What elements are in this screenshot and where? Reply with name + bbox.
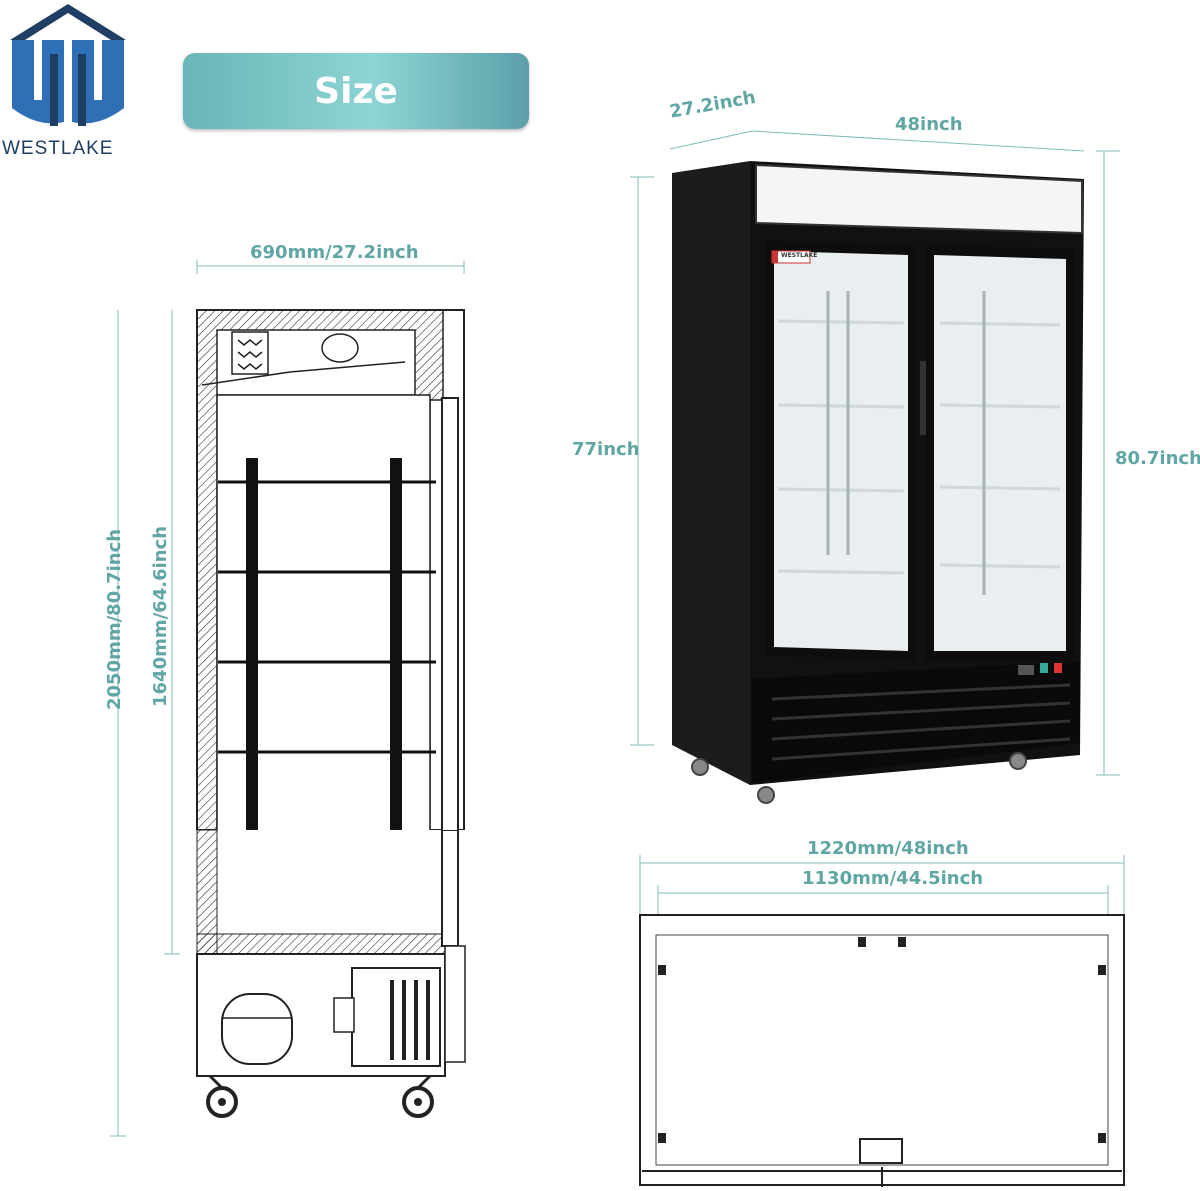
brand-logo: WESTLAKE [2, 4, 128, 164]
front-right-height-label: 80.7inch [1115, 448, 1200, 469]
side-cabinet-height-label: 1640mm/64.6inch [150, 525, 171, 707]
door-badge: WESTLAKE [781, 252, 818, 259]
front-left-height-label: 77inch [572, 439, 640, 460]
westlake-logo-icon [10, 4, 126, 126]
top-view-diagram [639, 855, 1125, 1187]
size-title-badge: Size [183, 53, 529, 129]
brand-name: WESTLAKE [2, 138, 114, 159]
front-view-freezer [630, 130, 1120, 804]
top-outer-width-label: 1220mm/48inch [807, 838, 969, 859]
top-inner-width-label: 1130mm/44.5inch [802, 868, 984, 889]
front-width-label: 48inch [895, 114, 963, 135]
side-view-lower [110, 830, 466, 1137]
page-title: Size [314, 70, 398, 112]
side-view-diagram [117, 260, 465, 830]
side-total-height-label: 2050mm/80.7inch [104, 528, 125, 710]
side-width-label: 690mm/27.2inch [250, 242, 419, 263]
